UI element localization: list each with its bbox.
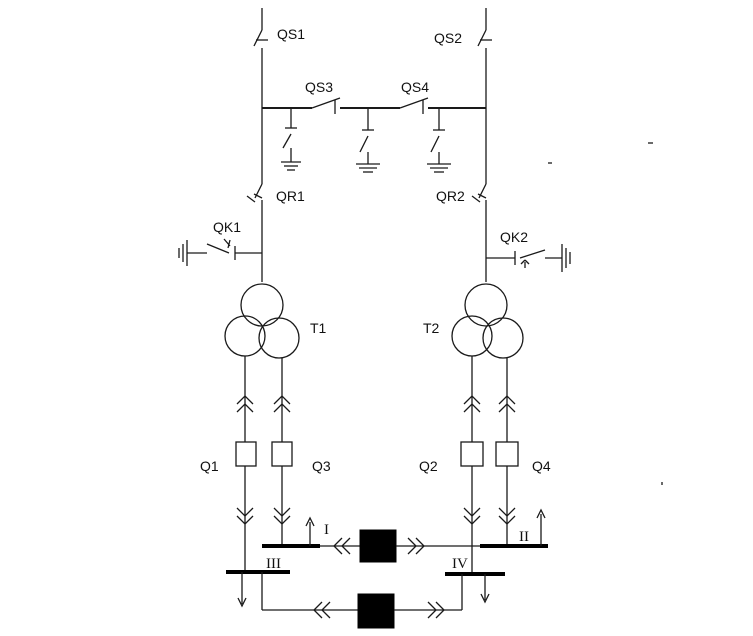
label-qs2: QS2	[434, 30, 462, 46]
right-feeder	[477, 8, 492, 184]
label-qr2: QR2	[436, 188, 465, 204]
qr1-symbol	[246, 183, 263, 282]
transformer-t1	[224, 283, 300, 359]
label-q3: Q3	[312, 458, 331, 474]
bridge-line	[262, 97, 486, 114]
coupler-iii-iv	[261, 572, 463, 629]
label-bus-iv: IV	[452, 556, 468, 572]
branch-q3	[271, 358, 293, 544]
earth-switch-right	[427, 108, 451, 173]
busbar-ii	[480, 508, 548, 548]
label-qs1: QS1	[277, 26, 305, 42]
busbar-iv	[445, 572, 505, 604]
label-qk1: QK1	[213, 219, 241, 235]
label-qs3: QS3	[305, 79, 333, 95]
label-q4: Q4	[532, 458, 551, 474]
transformer-t2	[451, 283, 524, 359]
branch-q2	[460, 356, 484, 572]
coupler-i-iv	[320, 529, 480, 563]
stray-marks	[548, 142, 663, 485]
left-feeder	[253, 8, 268, 184]
branch-q4	[495, 358, 519, 544]
label-bus-i: I	[324, 522, 329, 538]
label-q1: Q1	[200, 458, 219, 474]
busbar-iii	[226, 570, 290, 608]
earth-switch-left	[281, 108, 301, 171]
label-qk2: QK2	[500, 229, 528, 245]
label-bus-ii: II	[519, 529, 529, 545]
label-qs4: QS4	[401, 79, 429, 95]
label-q2: Q2	[419, 458, 438, 474]
label-t1: T1	[310, 320, 327, 336]
qk2-symbol	[486, 244, 571, 272]
label-bus-iii: III	[266, 556, 281, 572]
label-t2: T2	[423, 320, 440, 336]
qr2-symbol	[471, 183, 487, 282]
busbar-i	[262, 516, 320, 548]
label-qr1: QR1	[276, 188, 305, 204]
earth-switch-middle	[356, 108, 380, 173]
qk1-symbol	[178, 238, 262, 266]
branch-q1	[235, 356, 257, 570]
